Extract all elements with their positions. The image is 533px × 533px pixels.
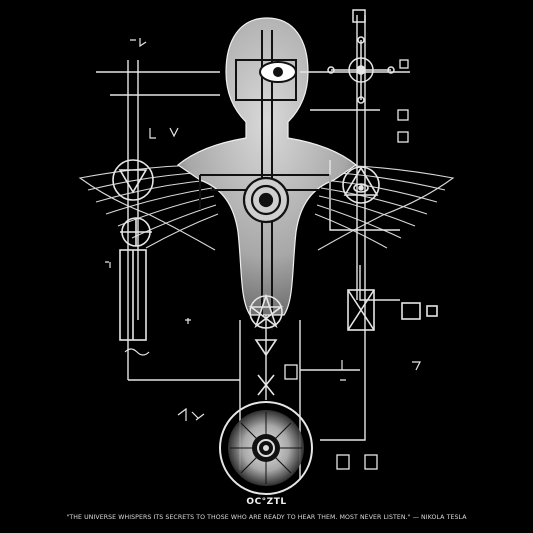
axis-lines [96,15,410,480]
gear-cross-icon [327,9,395,104]
triangle-eye-icon [342,166,380,204]
pentagram-icon [248,293,284,396]
human-bust-icon [177,17,357,316]
hourglass-icon [347,289,438,331]
third-eye-icon [259,61,297,83]
occult-glyphs [105,38,421,421]
brand-logo: OC°ZTL [246,497,287,507]
heart-wheel-icon [242,176,290,224]
tesla-quote: "THE UNIVERSE WHISPERS ITS SECRETS TO TH… [66,514,467,521]
left-triangle-circle-icon [112,159,154,341]
radiant-eye-icon [219,401,313,495]
small-glyph-boxes [284,59,409,470]
